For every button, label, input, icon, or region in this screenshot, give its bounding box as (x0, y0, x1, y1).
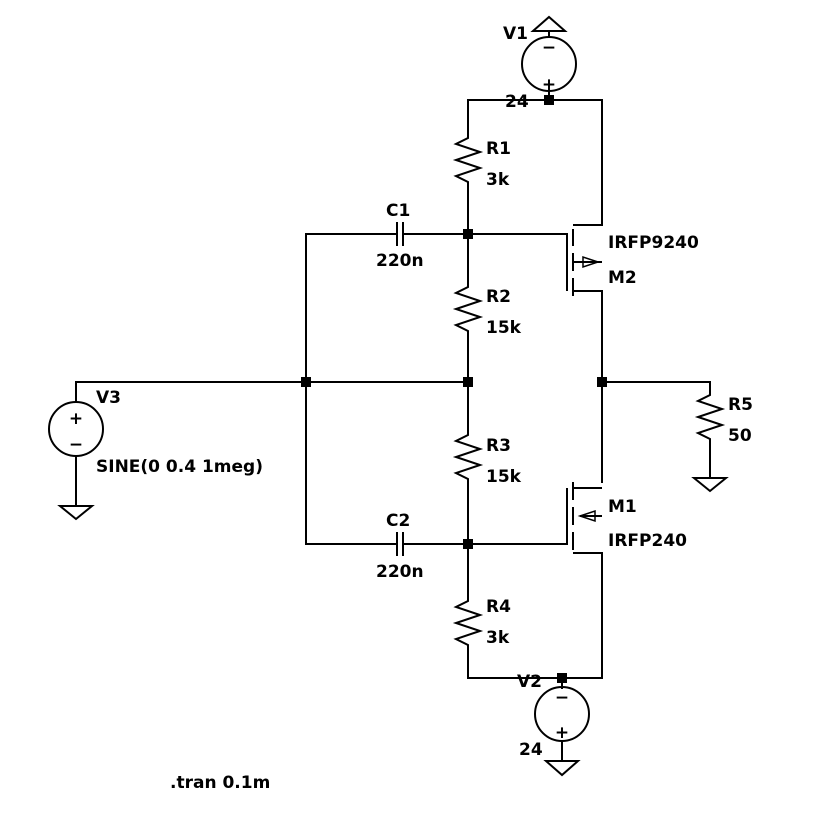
mosfet-m2 (566, 224, 602, 296)
m2-model: IRFP9240 (608, 233, 699, 253)
r3-value: 15k (486, 467, 522, 487)
resistor-r2 (452, 282, 484, 336)
mosfet-m1 (566, 482, 602, 554)
r4-value: 3k (486, 628, 510, 648)
ground-v3-icon (57, 505, 95, 521)
v2-minus-sign: − (555, 688, 569, 708)
resistor-r1 (452, 133, 484, 187)
r5-name: R5 (728, 395, 753, 415)
junction-mid (463, 377, 473, 387)
v1-minus-sign: − (542, 38, 556, 58)
resistor-r3 (452, 430, 484, 484)
r1-name: R1 (486, 139, 511, 159)
ground-r5-icon (691, 477, 729, 493)
v2-value: 24 (519, 740, 543, 760)
junction-input (301, 377, 311, 387)
spice-directive[interactable]: .tran 0.1m (170, 773, 270, 793)
v2-plus-sign: + (555, 723, 569, 743)
r1-value: 3k (486, 170, 510, 190)
junction-output (597, 377, 607, 387)
r2-name: R2 (486, 287, 511, 307)
v1-name: V1 (503, 24, 528, 44)
voltage-source-v3: + − (48, 401, 104, 457)
v3-value: SINE(0 0.4 1meg) (96, 457, 263, 477)
v3-plus-sign: + (69, 409, 83, 429)
r4-name: R4 (486, 597, 511, 617)
r2-value: 15k (486, 318, 522, 338)
r3-name: R3 (486, 436, 511, 456)
m1-model: IRFP240 (608, 531, 687, 551)
voltage-source-v2: − + (534, 686, 590, 761)
wire-bottom-rail (467, 552, 603, 679)
capacitor-c2 (396, 532, 404, 556)
v1-value: 24 (505, 92, 529, 112)
v2-name: V2 (517, 672, 542, 692)
junction-v1 (544, 95, 554, 105)
c1-value: 220n (376, 251, 424, 271)
supply-terminal-v1-icon (530, 15, 568, 32)
resistor-r4 (452, 596, 484, 650)
capacitor-c1 (396, 222, 404, 246)
resistor-r5 (694, 390, 726, 444)
junction-c2 (463, 539, 473, 549)
wire-c2-left (305, 381, 398, 545)
wire-input (75, 381, 469, 403)
wire-c1-left (305, 233, 398, 383)
c2-value: 220n (376, 562, 424, 582)
labels: V1 24 R1 3k C1 220n IRFP9240 M2 R2 15k V… (96, 24, 753, 793)
junction-c1 (463, 229, 473, 239)
c2-name: C2 (386, 511, 410, 531)
m1-name: M1 (608, 497, 637, 517)
v3-minus-sign: − (69, 435, 83, 455)
m2-name: M2 (608, 268, 637, 288)
junction-v2 (557, 673, 567, 683)
v3-name: V3 (96, 388, 121, 408)
c1-name: C1 (386, 201, 410, 221)
wire-top-rail (467, 99, 603, 226)
r5-value: 50 (728, 426, 752, 446)
ground-v2-icon (543, 760, 581, 777)
junctions (301, 95, 607, 683)
wire-r5-top (601, 381, 711, 391)
voltage-source-v1: − + (521, 31, 577, 95)
v1-plus-sign: + (542, 75, 556, 95)
wires (75, 91, 711, 689)
